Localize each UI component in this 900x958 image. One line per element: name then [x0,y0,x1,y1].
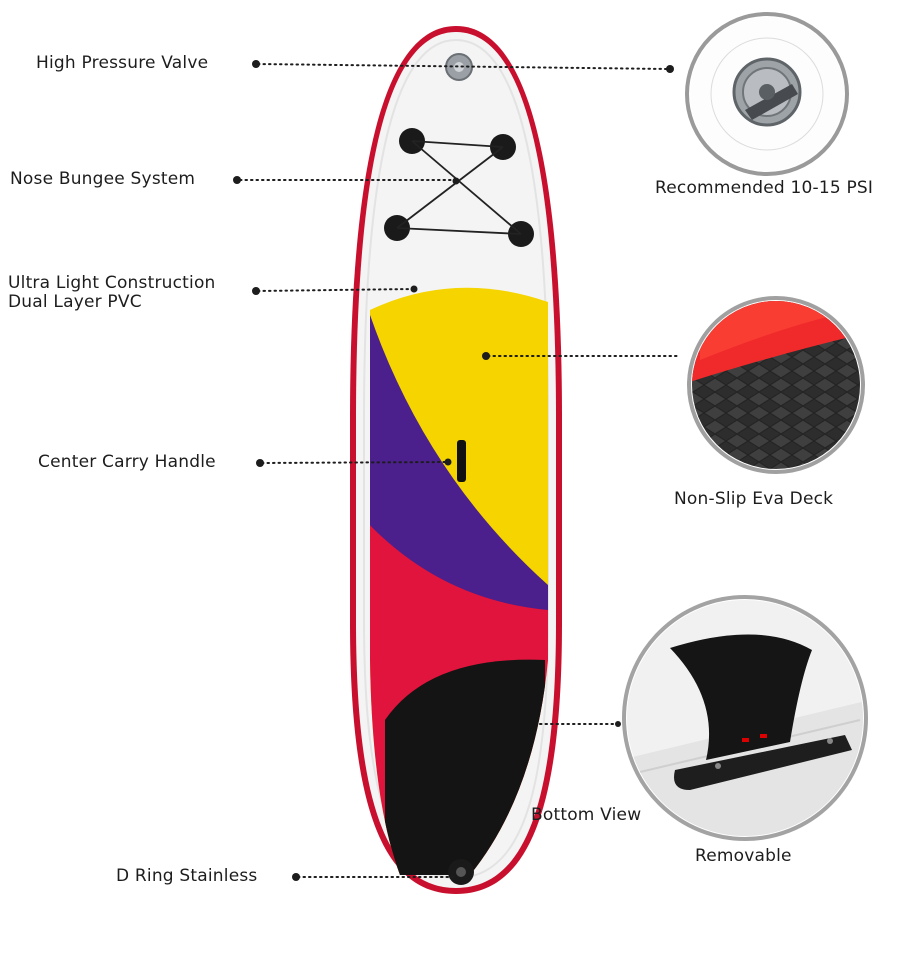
valve-detail-circle [685,12,849,176]
deck-detail-circle [687,296,865,474]
label-psi: Recommended 10-15 PSI [655,178,874,198]
label-removable: Removable [695,846,792,866]
label-construction: Ultra Light Construction Dual Layer PVC [8,274,216,312]
label-deck: Non-Slip Eva Deck [674,489,834,509]
fin-detail-circle [622,595,868,841]
label-carry-handle: Center Carry Handle [38,452,216,472]
label-nose-bungee: Nose Bungee System [10,169,196,189]
carry-handle [457,440,466,482]
label-high-pressure-valve: High Pressure Valve [36,53,209,73]
leader-lines [239,63,681,878]
bungee-cords [396,140,522,235]
label-d-ring: D Ring Stainless [116,866,258,886]
label-bottom-view: Bottom View [531,805,642,825]
leader-dots [233,60,674,881]
label-construction-line1: Ultra Light Construction [8,273,216,293]
label-construction-line2: Dual Layer PVC [8,292,142,312]
